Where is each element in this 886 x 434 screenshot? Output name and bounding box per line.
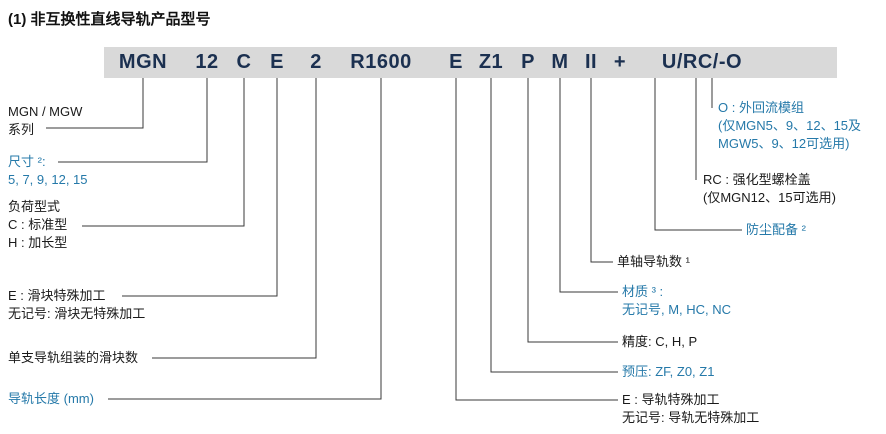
- label-rail-length: 导轨长度 (mm): [8, 390, 94, 408]
- label-o-module-line3: MGW5、9、12可选用): [718, 136, 850, 151]
- label-rail-machining-line2: 无记号: 导轨无特殊加工: [622, 410, 760, 425]
- code-segment-rail-count: II: [584, 51, 598, 73]
- label-material-line1: 材质 ³ :: [622, 284, 664, 299]
- code-segment-precision: P: [521, 51, 535, 73]
- label-rail-count-line1: 单轴导轨数 ¹: [617, 254, 690, 269]
- label-block-count: 单支导轨组装的滑块数: [8, 349, 138, 367]
- label-rc-cap-line1: RC : 强化型螺栓盖: [703, 172, 811, 187]
- model-code-bar: [104, 47, 837, 78]
- label-dust-protection: 防尘配备 ²: [746, 221, 806, 239]
- label-load-type-line2: C : 标准型: [8, 217, 68, 232]
- label-block-machining: E : 滑块特殊加工 无记号: 滑块无特殊加工: [8, 287, 145, 323]
- label-material-line2: 无记号, M, HC, NC: [622, 302, 732, 317]
- label-preload: 预压: ZF, Z0, Z1: [622, 363, 714, 381]
- connector-load-type: [82, 78, 245, 227]
- label-size-line1: 尺寸 ²:: [8, 154, 46, 169]
- label-block-count-line1: 单支导轨组装的滑块数: [8, 350, 139, 365]
- code-segment-rail-length: R1600: [350, 51, 412, 73]
- code-segment-options: U/RC/-O: [661, 51, 743, 73]
- page-title: (1) 非互换性直线导轨产品型号: [8, 11, 211, 28]
- label-preload-line1: 预压: ZF, Z0, Z1: [622, 364, 715, 379]
- label-block-machining-line1: E : 滑块特殊加工: [8, 288, 106, 303]
- code-segment-rail-machining: E: [449, 51, 463, 73]
- connector-block-machining: [122, 78, 278, 297]
- label-size: 尺寸 ²: 5, 7, 9, 12, 15: [8, 153, 88, 189]
- code-segment-preload: Z1: [478, 51, 504, 73]
- code-segment-load-type: C: [236, 51, 252, 73]
- connector-block-count: [152, 78, 317, 359]
- label-precision: 精度: C, H, P: [622, 333, 697, 351]
- label-rail-machining-line1: E : 导轨特殊加工: [622, 392, 720, 407]
- label-load-type-line1: 负荷型式: [8, 199, 61, 214]
- code-segment-block-count: 2: [310, 51, 322, 73]
- connector-rail-count: [590, 78, 613, 263]
- label-rc-cap-line2: (仅MGN12、15可选用): [703, 190, 836, 205]
- code-segment-material: M: [551, 51, 569, 73]
- code-segment-block-machining: E: [270, 51, 284, 73]
- label-dust-protection-line1: 防尘配备 ²: [746, 222, 806, 237]
- label-o-module-line1: O : 外回流模组: [718, 100, 804, 115]
- code-segment-series: MGN: [118, 51, 168, 73]
- label-load-type: 负荷型式 C : 标准型 H : 加长型: [8, 198, 67, 252]
- label-o-module: O : 外回流模组 (仅MGN5、9、12、15及 MGW5、9、12可选用): [718, 99, 861, 153]
- code-segment-size: 12: [195, 51, 219, 73]
- connector-precision: [527, 78, 618, 343]
- label-size-line2: 5, 7, 9, 12, 15: [8, 172, 88, 187]
- label-load-type-line3: H : 加长型: [8, 235, 68, 250]
- label-rail-length-line1: 导轨长度 (mm): [8, 391, 94, 406]
- label-precision-line1: 精度: C, H, P: [622, 334, 698, 349]
- label-rail-machining: E : 导轨特殊加工 无记号: 导轨无特殊加工: [622, 391, 759, 427]
- label-rc-cap: RC : 强化型螺栓盖 (仅MGN12、15可选用): [703, 171, 836, 207]
- connector-rail-machining: [455, 78, 618, 401]
- code-segment-plus: +: [613, 51, 627, 73]
- label-material: 材质 ³ : 无记号, M, HC, NC: [622, 283, 731, 319]
- connector-material: [559, 78, 618, 293]
- label-series-line2: 系列: [8, 122, 35, 137]
- label-o-module-line2: (仅MGN5、9、12、15及: [718, 118, 862, 133]
- label-series-line1: MGN / MGW: [8, 104, 83, 119]
- label-block-machining-line2: 无记号: 滑块无特殊加工: [8, 306, 146, 321]
- label-series: MGN / MGW 系列: [8, 103, 82, 139]
- connector-preload: [490, 78, 618, 373]
- label-rail-count: 单轴导轨数 ¹: [617, 253, 690, 271]
- connector-rail-length: [108, 78, 382, 400]
